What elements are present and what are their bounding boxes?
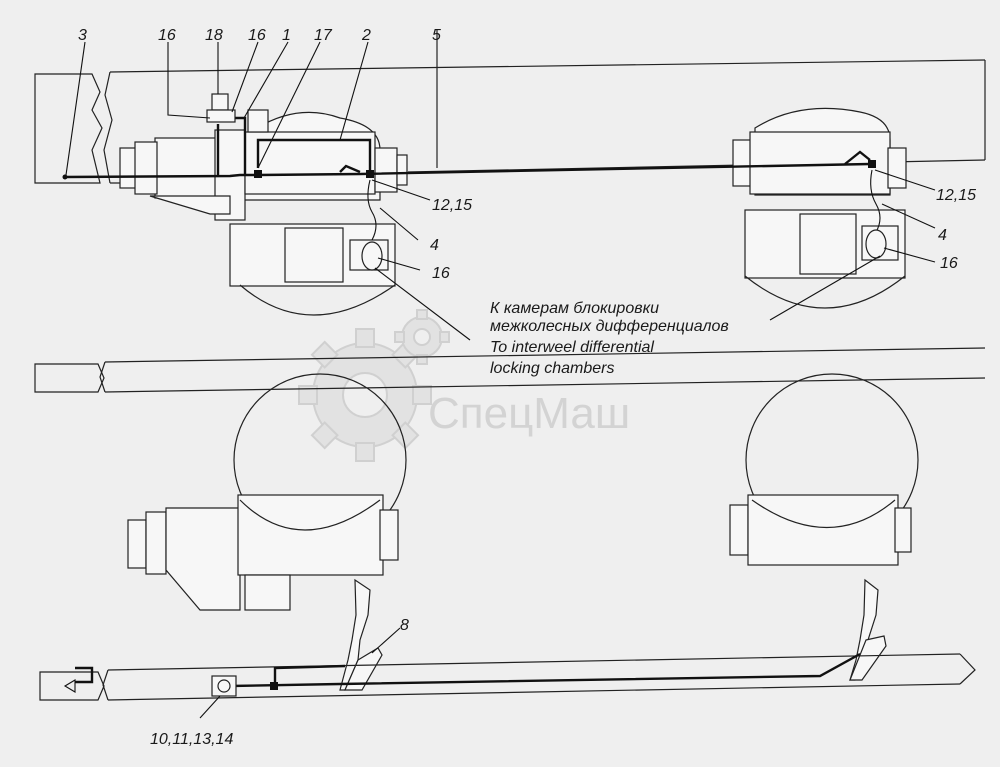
label-16-b: 16: [248, 27, 266, 44]
spring-brackets: [339, 578, 887, 691]
air-lines: [64, 116, 881, 688]
valve-18-icon: [211, 93, 229, 111]
part-labels: 3 16 18 16 1 17 2 5 12,15 4 16 12,15 4 1…: [78, 27, 976, 748]
label-16-a: 16: [158, 27, 176, 44]
label-4-b: 4: [938, 227, 947, 244]
label-12-15-b: 12,15: [936, 187, 976, 204]
label-10-11-13-14: 10,11,13,14: [150, 731, 233, 748]
label-3: 3: [78, 27, 87, 44]
valve-components: [62, 93, 887, 697]
leader-lines: [65, 41, 936, 719]
note-line-3: To interweel differential: [490, 339, 654, 356]
label-16-c: 16: [432, 265, 450, 282]
right-rear-axle: [729, 494, 912, 566]
label-4-a: 4: [430, 237, 439, 254]
label-8: 8: [400, 617, 409, 634]
label-18: 18: [205, 27, 223, 44]
bottom-frame-rail: [39, 653, 976, 701]
note-line-2: межколесных дифференциалов: [490, 318, 729, 335]
receiver-icon: [211, 675, 237, 697]
middle-frame-rail: [34, 347, 986, 393]
label-5: 5: [432, 27, 441, 44]
valve-body-icon: [206, 109, 236, 123]
label-1: 1: [282, 27, 291, 44]
label-2: 2: [361, 27, 371, 44]
label-12-15-a: 12,15: [432, 197, 472, 214]
label-17: 17: [314, 27, 333, 44]
right-front-axle: [732, 107, 907, 309]
watermark-gear-icon: [298, 309, 450, 462]
note-line-1: К камерам блокировки: [490, 300, 659, 317]
label-16-d: 16: [940, 255, 958, 272]
callout-note: К камерам блокировки межколесных диффере…: [490, 300, 729, 377]
note-line-4: locking chambers: [490, 360, 615, 377]
watermark-text: СпецМаш: [428, 389, 630, 438]
left-rear-axle: [127, 494, 399, 611]
